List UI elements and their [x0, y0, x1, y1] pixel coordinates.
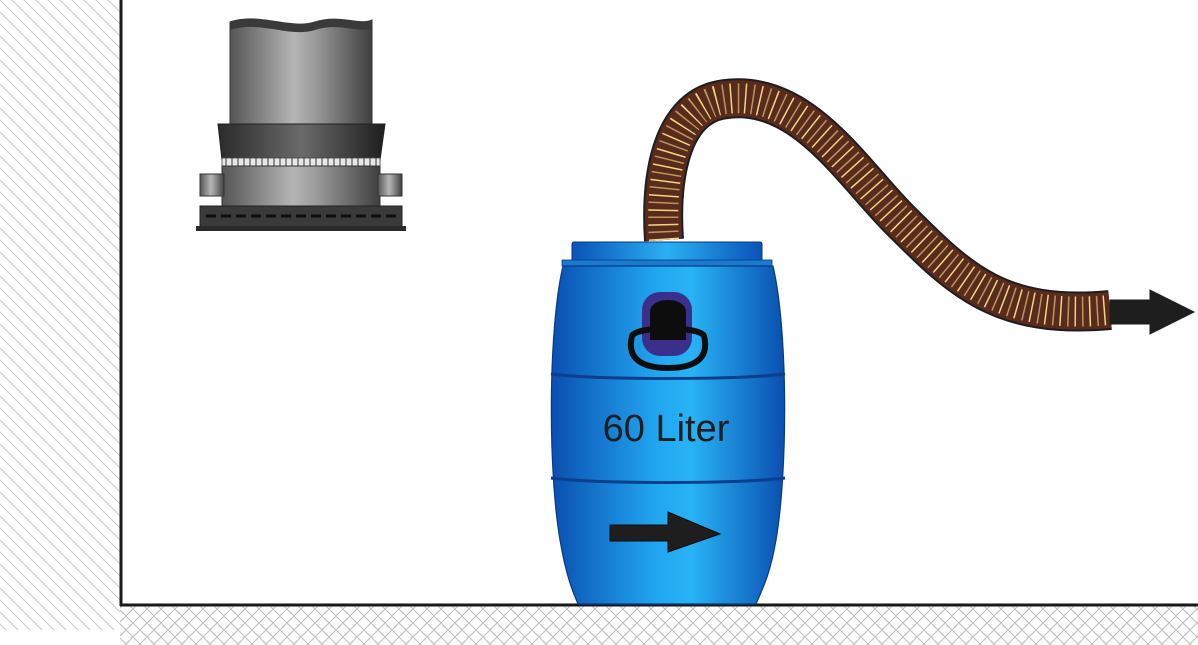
arrow-right-icon — [1109, 289, 1196, 335]
ground-hatch — [120, 606, 1198, 645]
vacuum-nozzle-icon — [196, 18, 406, 231]
wall-hatch — [0, 0, 120, 630]
hose-icon — [643, 78, 1112, 332]
arrow-right-icon — [609, 511, 722, 553]
barrel-icon — [550, 241, 786, 605]
